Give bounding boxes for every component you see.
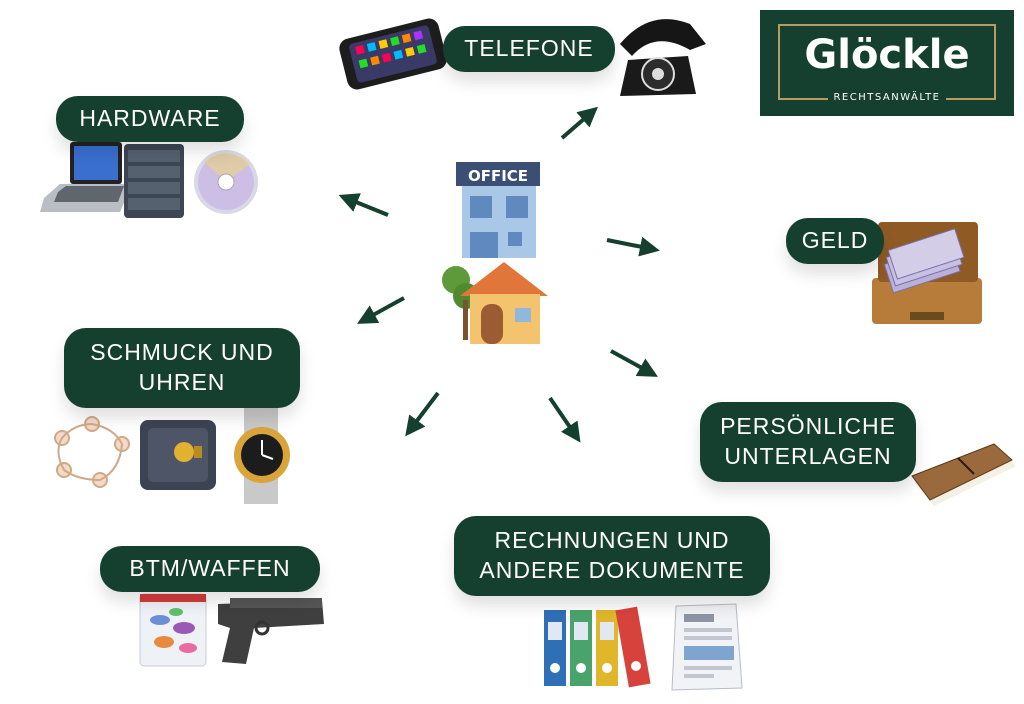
- server-icon: [124, 144, 184, 218]
- arrow-schmuck: [356, 296, 405, 324]
- cd-icon: [194, 150, 258, 214]
- pistol-icon: [218, 598, 324, 664]
- category-unterlagen: PERSÖNLICHE UNTERLAGEN: [700, 402, 916, 482]
- category-telefone: TELEFONE: [443, 26, 615, 72]
- category-geld: GELD: [786, 218, 884, 264]
- brand-logo: Glöckle RECHTSANWÄLTE: [760, 10, 1014, 116]
- office-sign: OFFICE: [468, 167, 528, 185]
- arrow-unterlagen: [610, 349, 659, 377]
- pill-bag-icon: [139, 593, 207, 667]
- money-briefcase-icon: [872, 222, 982, 324]
- safe-icon: [140, 420, 216, 490]
- invoice-icon: [671, 603, 743, 691]
- arrow-rechnungen: [548, 396, 581, 443]
- category-rechnungen: RECHNUNGEN UND ANDERE DOKUMENTE: [454, 516, 770, 596]
- arrow-hardware: [338, 193, 389, 217]
- bracelet-icon: [54, 416, 130, 488]
- arrow-telefone: [560, 106, 599, 140]
- arrows: [338, 106, 660, 443]
- category-hardware: HARDWARE: [56, 96, 244, 142]
- category-schmuck: SCHMUCK UND UHREN: [64, 328, 300, 408]
- logo-subtitle: RECHTSANWÄLTE: [833, 92, 941, 103]
- wristwatch-icon: [234, 406, 290, 504]
- smartphone-icon: [339, 18, 447, 90]
- category-btm: BTM/WAFFEN: [100, 546, 320, 592]
- arrow-geld: [606, 236, 660, 257]
- office-building-icon: [456, 162, 540, 258]
- house-icon: [442, 262, 548, 344]
- binders-icon: [544, 606, 651, 688]
- rotary-phone-icon: [620, 19, 706, 96]
- logo-name: Glöckle: [804, 32, 970, 78]
- notebook-icon: [911, 443, 1016, 506]
- arrow-btm: [405, 391, 440, 437]
- laptop-icon: [40, 142, 132, 212]
